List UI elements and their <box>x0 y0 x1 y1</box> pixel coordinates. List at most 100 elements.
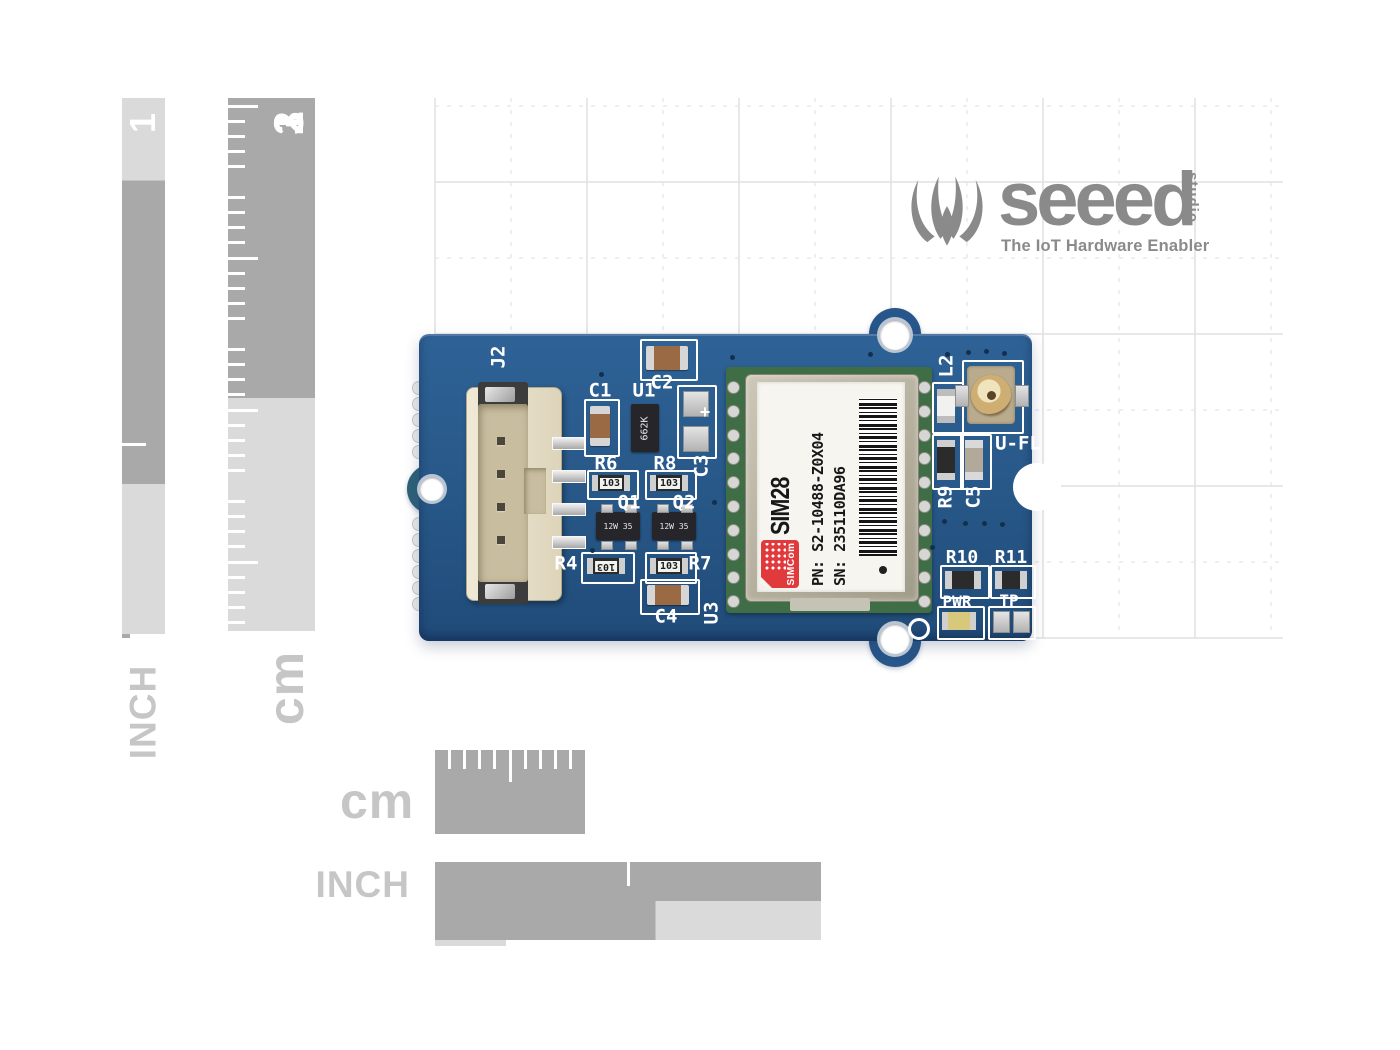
cm-tick <box>228 150 245 154</box>
silkscreen-label-j2: J2 <box>487 345 510 369</box>
cm-tick <box>228 165 245 169</box>
top-mounting-hole <box>880 320 910 350</box>
resistor-r11 <box>995 571 1027 589</box>
cm-tick <box>228 195 245 199</box>
tp-pad <box>1013 611 1030 633</box>
cm-tick <box>538 750 542 769</box>
connector-key-notch <box>524 468 546 514</box>
component-outline-c3 <box>677 385 717 459</box>
silkscreen-label-r9: R9 <box>934 485 957 509</box>
via-dot <box>930 545 935 550</box>
seeed-logo-studio: studio <box>1184 172 1201 223</box>
silkscreen-label-r7: R7 <box>688 552 712 575</box>
cm-tick <box>228 347 245 351</box>
module-pad <box>727 428 740 442</box>
module-pad <box>918 547 931 561</box>
cm-number: 2 <box>1247 777 1273 829</box>
capacitor-c5 <box>965 440 983 480</box>
inductor-l2 <box>937 389 955 423</box>
via-dot <box>599 372 604 377</box>
cm-tick <box>228 454 245 458</box>
bottom-inch-unit-label: INCH <box>315 864 410 905</box>
cm-tick <box>228 469 245 473</box>
inch-block: 2 <box>435 862 1273 942</box>
via-dot <box>1002 351 1007 356</box>
cm-number: 5 <box>1247 777 1273 829</box>
q2-pad <box>657 504 669 513</box>
cm-tick <box>228 530 245 534</box>
module-pad <box>727 404 740 418</box>
simcom-logo: SIMCom <box>761 540 799 588</box>
component-outline-r9 <box>932 434 964 490</box>
c3-pad <box>683 391 709 417</box>
cm-tick <box>228 210 245 214</box>
cm-tick <box>228 302 245 306</box>
r4-marking: 103 <box>594 560 618 572</box>
silkscreen-label-r11: R11 <box>994 547 1028 568</box>
q2-marking: 12W 35 <box>659 521 689 531</box>
inch-number: 1 <box>1252 903 1273 944</box>
module-pad <box>727 571 740 585</box>
silkscreen-label-pwr: PWR <box>942 592 972 611</box>
module-pad <box>727 381 740 394</box>
connector-lead <box>552 503 586 516</box>
connector-pin <box>497 470 505 478</box>
component-outline-r6 <box>587 470 639 500</box>
simcom-fold-corner <box>761 577 772 588</box>
seeed-logo-icon <box>911 176 983 246</box>
cm-tick <box>228 560 258 564</box>
component-outline-r4 <box>581 552 635 584</box>
silkscreen-label-c1: C1 <box>588 379 612 402</box>
r7-marking: 103 <box>657 560 681 572</box>
silkscreen-label-r4: R4 <box>554 552 578 575</box>
cm-tick <box>228 362 245 366</box>
via-dot <box>942 519 947 524</box>
q1-marking: 12W 35 <box>603 521 633 531</box>
q2-pad <box>681 541 693 550</box>
cm-tick <box>228 621 245 625</box>
cm-number: 1 <box>1247 777 1273 829</box>
inch-half-tick <box>122 442 146 446</box>
cm-block: 1 <box>228 98 315 248</box>
module-pad <box>918 523 931 537</box>
module-pad <box>727 500 740 513</box>
cm-tick <box>228 499 245 503</box>
component-outline-pwr <box>937 606 985 640</box>
inch-fraction-seg <box>122 634 130 638</box>
r6-marking: 103 <box>599 477 623 489</box>
cm-tick <box>462 750 466 769</box>
resistor-r4: 103 <box>587 558 625 574</box>
cm-tick <box>228 393 245 397</box>
regulator-u1: 662K <box>631 404 659 452</box>
resistor-r7: 103 <box>650 558 688 574</box>
cm-tick <box>228 545 245 549</box>
silkscreen-label-c2: C2 <box>650 371 674 394</box>
inch-block: 1 <box>122 98 165 484</box>
via-dot <box>730 355 735 360</box>
cm-tick <box>228 104 258 108</box>
silkscreen-label-l2: L2 <box>935 354 958 378</box>
inch-number: 1 <box>122 112 163 134</box>
silkscreen-label-r8: R8 <box>653 452 677 475</box>
transistor-q1: 12W 35 <box>596 512 640 540</box>
q1-pad <box>625 541 637 550</box>
cm-tick <box>228 119 245 123</box>
module-pad <box>918 500 931 513</box>
capacitor-c4 <box>647 585 689 605</box>
cm-tick <box>478 750 482 769</box>
inch-half-tick <box>627 862 631 886</box>
silkscreen-label-r6: R6 <box>594 452 618 475</box>
module-pad <box>918 595 931 609</box>
bottom-cm-unit-label: cm <box>340 773 415 829</box>
module-label-dot <box>879 566 887 574</box>
silkscreen-label-q2: Q2 <box>672 491 696 514</box>
transistor-q2: 12W 35 <box>652 512 696 540</box>
cm-tick <box>447 750 451 769</box>
module-name: SIM28 <box>764 477 795 535</box>
inch-block <box>435 940 506 946</box>
q2-pad <box>657 541 669 550</box>
module-part-number: PN: S2-10488-Z0X04 <box>809 432 827 586</box>
